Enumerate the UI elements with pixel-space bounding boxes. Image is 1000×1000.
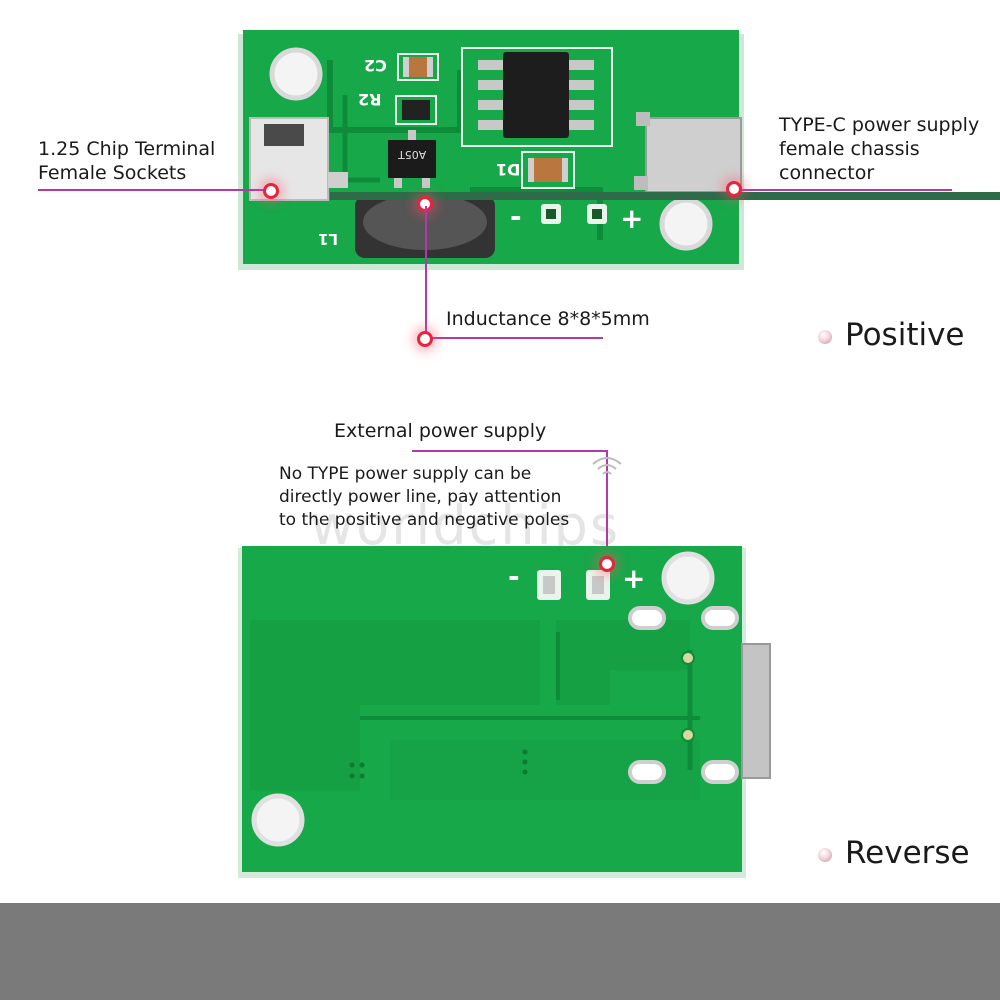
silkscreen-c2: C2	[364, 56, 387, 75]
mounting-hole	[659, 197, 713, 251]
inductor-label-marker	[417, 331, 433, 347]
inductor-callout-vertical	[425, 206, 427, 338]
inductance-label: Inductance 8*8*5mm	[446, 308, 650, 330]
mounting-hole	[661, 551, 715, 605]
mounting-hole	[269, 47, 323, 101]
silkscreen-d1: D1	[496, 160, 521, 179]
type-c-callout-line	[736, 189, 952, 191]
ic-chip	[503, 52, 569, 138]
inductor-callout-horizontal	[425, 337, 603, 339]
pcb-front-image	[238, 30, 1000, 270]
pcb-back-image	[238, 546, 771, 878]
positive-label: Positive	[845, 317, 965, 353]
type-c-marker	[726, 181, 742, 197]
reverse-bullet-icon	[818, 848, 832, 862]
external-power-label: External power supply	[334, 420, 547, 442]
capacitor-c1	[528, 158, 568, 182]
mounting-hole	[251, 793, 305, 847]
wifi-icon	[592, 457, 622, 475]
silkscreen-l1: L1	[318, 230, 338, 248]
back-silkscreen-plus: +	[622, 562, 646, 595]
chip-terminal-marker	[263, 183, 279, 199]
chip-terminal-label: 1.25 Chip Terminal Female Sockets	[38, 138, 216, 184]
silkscreen-plus: +	[620, 202, 644, 235]
back-silkscreen-minus: -	[508, 560, 520, 593]
type-c-connector-edge	[741, 643, 771, 779]
ic-marking: A05T	[398, 148, 427, 161]
reverse-label: Reverse	[845, 835, 970, 871]
capacitor-c2	[403, 57, 433, 77]
bottom-gray-band	[0, 903, 1000, 1000]
external-power-callout-horizontal	[412, 450, 608, 452]
type-c-label: TYPE-C power supply female chassis conne…	[779, 114, 980, 184]
type-c-connector	[645, 117, 742, 193]
positive-bullet-icon	[818, 330, 832, 344]
silkscreen-r2: R2	[358, 90, 382, 109]
power-note-text: No TYPE power supply can be directly pow…	[279, 464, 570, 530]
external-power-callout-vertical	[606, 450, 608, 562]
silkscreen-minus: -	[510, 200, 522, 233]
chip-terminal-callout-line	[38, 189, 270, 191]
external-power-marker	[599, 556, 615, 572]
diode-d1	[388, 140, 436, 178]
resistor-r2	[402, 100, 430, 120]
